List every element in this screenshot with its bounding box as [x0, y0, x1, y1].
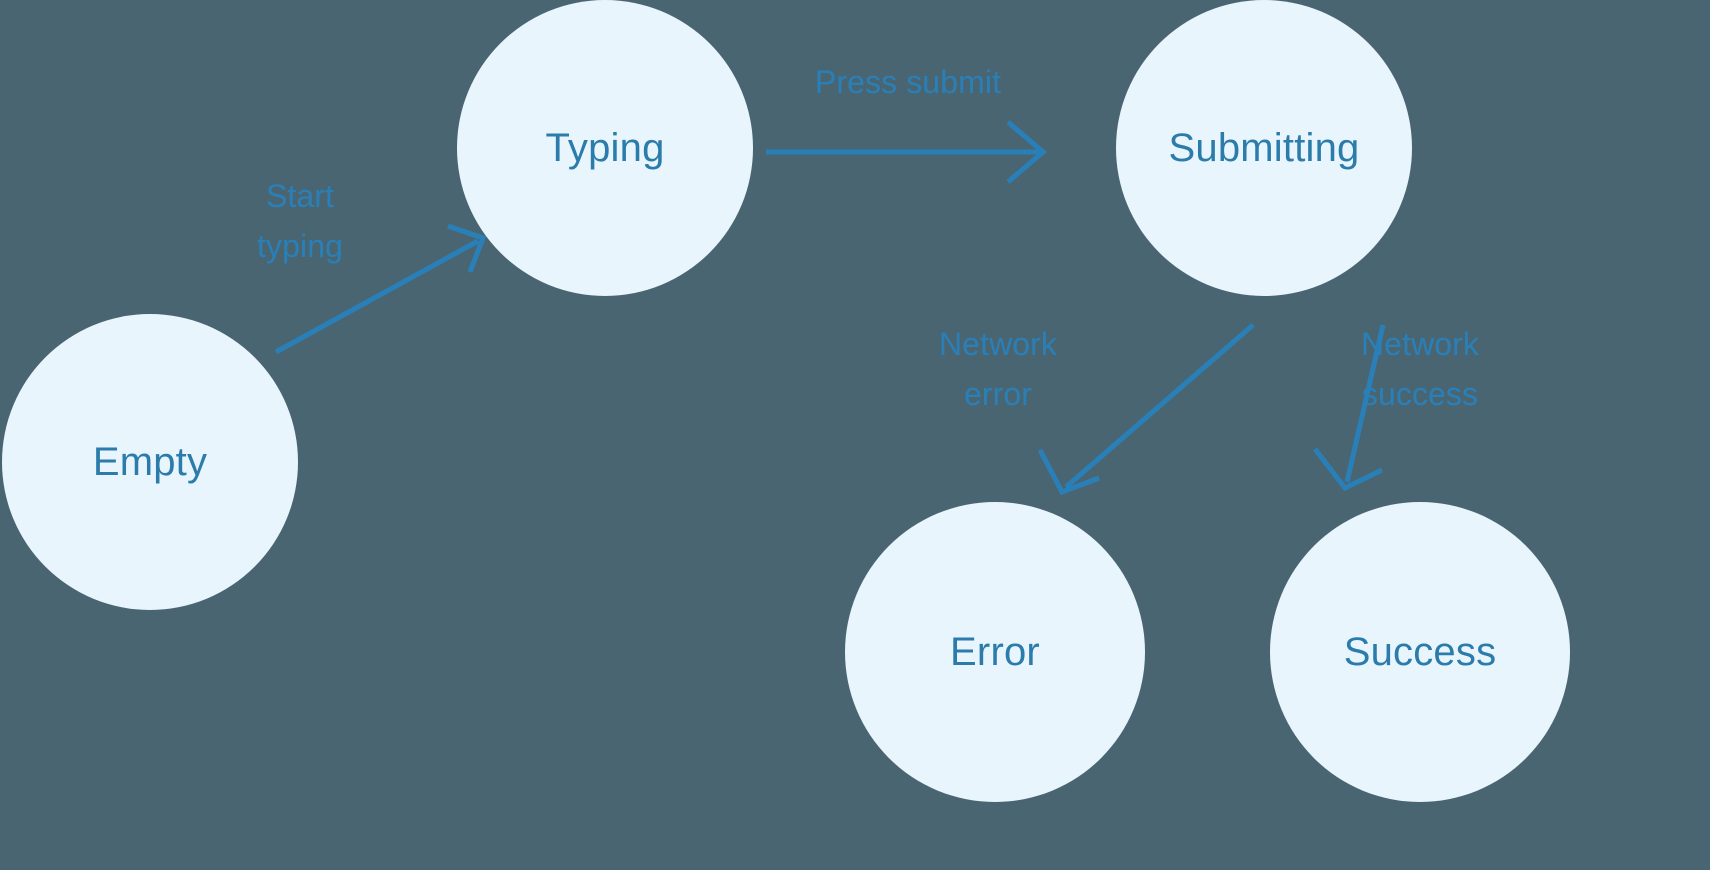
state-node-error[interactable]: Error: [845, 502, 1145, 802]
state-node-success[interactable]: Success: [1270, 502, 1570, 802]
state-node-empty-label: Empty: [92, 440, 208, 484]
state-node-typing[interactable]: Typing: [457, 0, 753, 296]
edge-typing-to-submitting: [766, 120, 1047, 184]
edge-label-start-typing: Start typing: [257, 178, 343, 264]
state-node-submitting-label: Submitting: [1168, 126, 1360, 170]
edge-label-network-success: Network success: [1360, 326, 1480, 412]
edge-label-press-submit: Press submit: [814, 64, 1002, 100]
state-node-submitting[interactable]: Submitting: [1116, 0, 1412, 296]
state-node-error-label: Error: [950, 630, 1040, 674]
state-node-empty[interactable]: Empty: [2, 314, 298, 610]
edge-label-network-error: Network error: [938, 326, 1058, 412]
state-node-success-label: Success: [1343, 630, 1497, 674]
state-node-typing-label: Typing: [545, 126, 665, 170]
